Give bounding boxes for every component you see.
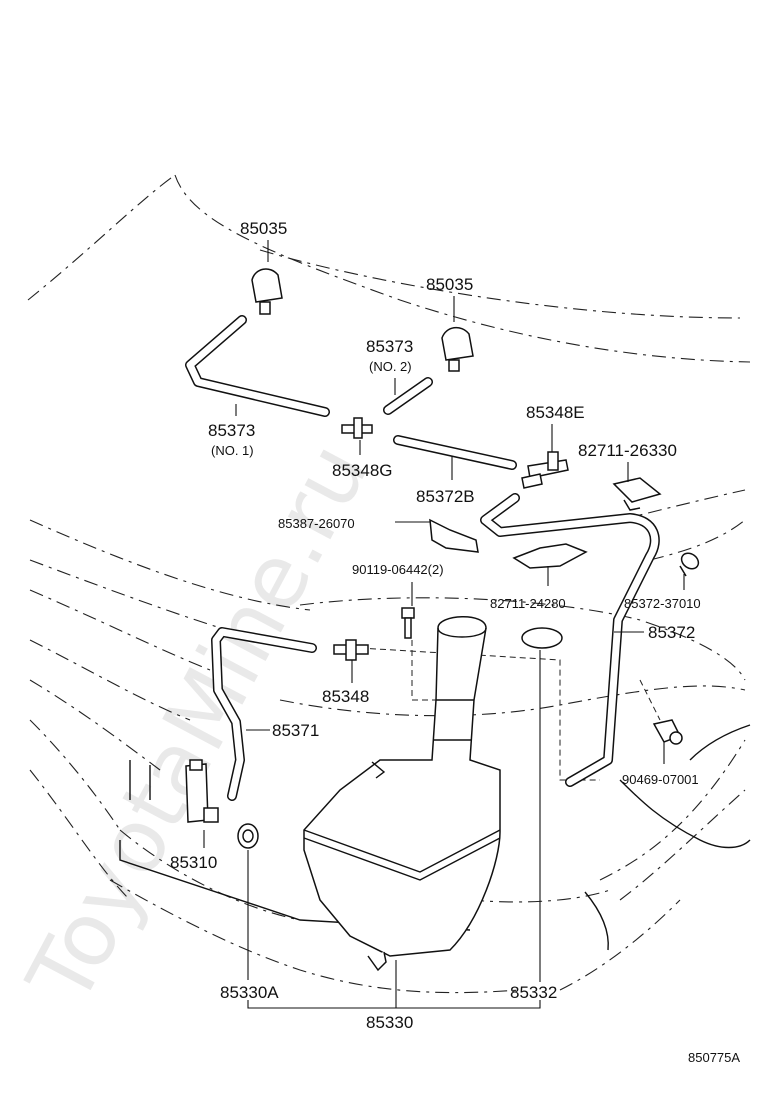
nozzle-left-part — [251, 268, 283, 315]
hose-no1-part — [185, 315, 330, 417]
valve-37010-part — [679, 552, 700, 577]
label-bolt: 90119-06442(2) — [352, 562, 444, 577]
label-hose-85371: 85371 — [272, 721, 319, 740]
label-hose-85372: 85372 — [648, 623, 695, 642]
pump-part — [185, 759, 219, 823]
label-nozzle-left: 85035 — [240, 219, 287, 238]
nozzle-right-part — [441, 326, 474, 372]
label-grommet: 85330A — [220, 983, 279, 1002]
joint-e-part — [521, 451, 569, 489]
label-tank: 85330 — [366, 1013, 413, 1032]
label-hose-b: 85372B — [416, 487, 475, 506]
hose-b-part — [393, 435, 517, 470]
cap-85332-part — [521, 627, 563, 649]
clip-07001-part — [652, 719, 683, 745]
label-joint-85348: 85348 — [322, 687, 369, 706]
label-valve-37010: 85372-37010 — [624, 596, 701, 611]
label-clip-26330: 82711-26330 — [578, 441, 677, 460]
hose-85372-part — [480, 493, 660, 787]
bolt-part — [401, 607, 415, 639]
hose-no2-part — [383, 377, 433, 415]
clip-24280-part — [512, 543, 588, 569]
label-joint-e: 85348E — [526, 403, 585, 422]
label-nozzle-right: 85035 — [426, 275, 473, 294]
label-clamp-26070: 85387-26070 — [278, 516, 355, 531]
washer-tank-part — [303, 616, 501, 972]
label-joint-g: 85348G — [332, 461, 393, 480]
joint-g-part — [341, 417, 373, 439]
label-pump: 85310 — [170, 853, 217, 872]
joint-85348-part — [333, 639, 369, 661]
label-clip-07001: 90469-07001 — [622, 772, 699, 787]
label-hose-no2-sub: (NO. 2) — [369, 359, 412, 374]
label-cap: 85332 — [510, 983, 557, 1002]
clip-26330-part — [612, 477, 662, 511]
diagram-code: 850775A — [688, 1050, 740, 1065]
grommet-part — [237, 823, 259, 849]
part-labels: 85035 85035 85373 (NO. 1) 85373 (NO. 2) … — [170, 219, 740, 1065]
leader-lines — [203, 240, 685, 1009]
hose-85371-part — [211, 627, 317, 801]
label-hose-no2: 85373 — [366, 337, 413, 356]
clamp-26070-part — [429, 518, 479, 553]
label-hose-no1-sub: (NO. 1) — [211, 443, 254, 458]
label-clip-24280: 82711-24280 — [490, 596, 566, 611]
label-hose-no1: 85373 — [208, 421, 255, 440]
